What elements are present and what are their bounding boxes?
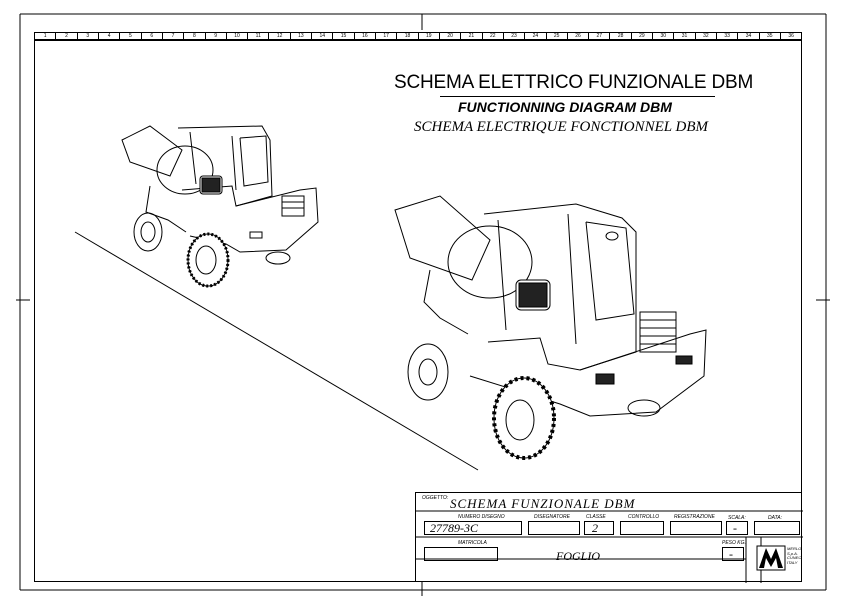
ruler-cell: 4 <box>99 33 121 39</box>
registrazione-box <box>670 521 722 535</box>
ruler-cell: 22 <box>483 33 504 39</box>
ruler-cell: 18 <box>397 33 419 39</box>
ruler-cell: 5 <box>120 33 142 39</box>
data-box <box>754 521 800 535</box>
ruler-cell: 8 <box>184 33 206 39</box>
peso-label: PESO KG. <box>722 540 746 546</box>
numero-disegno-label: NUMERO DISEGNO <box>458 514 505 520</box>
ruler-cell: 21 <box>461 33 483 39</box>
ruler-cell: 34 <box>738 33 760 39</box>
ruler-cell: 9 <box>206 33 227 39</box>
logo-caption: MERLO S.p.A. CUNEO ITALY <box>787 546 802 565</box>
ruler-cell: 26 <box>568 33 590 39</box>
ruler-cell: 25 <box>547 33 568 39</box>
numero-disegno-value: 27789-3C <box>430 521 478 535</box>
disegnatore-label: DISEGNATORE <box>534 514 570 520</box>
title-french: SCHEMA ELECTRIQUE FONCTIONNEL DBM <box>414 119 709 135</box>
scala-value: - <box>733 521 737 535</box>
controllo-box <box>620 521 664 535</box>
registrazione-label: REGISTRAZIONE <box>674 514 715 520</box>
ruler-cell: 2 <box>56 33 78 39</box>
ruler-cell: 11 <box>248 33 270 39</box>
merlo-logo <box>756 545 786 571</box>
disegnatore-box <box>528 521 580 535</box>
ruler-cell: 1 <box>35 33 57 39</box>
title-english: FUNCTIONNING DIAGRAM DBM <box>458 99 672 115</box>
ruler-cell: 20 <box>440 33 462 39</box>
ruler-cell: 7 <box>163 33 185 39</box>
classe-label: CLASSE <box>586 514 606 520</box>
ruler-cell: 29 <box>632 33 654 39</box>
ruler-cell: 35 <box>760 33 781 39</box>
peso-box <box>722 547 744 561</box>
ground-line <box>74 231 479 471</box>
ruler-cell: 15 <box>333 33 355 39</box>
ruler-cell: 17 <box>376 33 398 39</box>
ruler-cell: 12 <box>269 33 291 39</box>
oggetto-label: OGGETTO: <box>422 495 449 501</box>
ruler-cell: 24 <box>525 33 547 39</box>
controllo-label: CONTROLLO <box>628 514 660 520</box>
ruler-cell: 13 <box>291 33 313 39</box>
title-block: OGGETTO: SCHEMA FUNZIONALE DBM NUMERO DI… <box>415 492 803 583</box>
ruler-cell: 30 <box>653 33 675 39</box>
matricola-label: MATRICOLA <box>458 540 487 546</box>
data-label: DATA: <box>768 515 782 521</box>
ruler-cell: 36 <box>788 33 794 39</box>
foglio-label: FOGLIO <box>556 549 600 563</box>
ruler-cell: 16 <box>355 33 376 39</box>
title-italian: SCHEMA ELETTRICO FUNZIONALE DBM <box>394 72 754 93</box>
classe-box <box>584 521 614 535</box>
ruler-cell: 14 <box>312 33 334 39</box>
numero-disegno-box <box>424 521 522 535</box>
ruler-cell: 27 <box>589 33 611 39</box>
matricola-box <box>424 547 498 561</box>
scala-label: SCALA: <box>728 515 746 521</box>
ruler-cell: 32 <box>696 33 717 39</box>
ruler-cell: 19 <box>419 33 440 39</box>
ruler-cell: 3 <box>78 33 99 39</box>
ruler-cell: 33 <box>717 33 739 39</box>
classe-value: 2 <box>592 521 598 535</box>
small-mixer-illustration <box>121 125 319 288</box>
ruler-cell: 23 <box>504 33 526 39</box>
peso-value: - <box>729 547 733 561</box>
ruler-cell: 10 <box>227 33 249 39</box>
oggetto-value: SCHEMA FUNZIONALE DBM <box>450 496 636 511</box>
scala-box <box>726 521 748 535</box>
ruler-cell: 31 <box>674 33 696 39</box>
title-underline <box>440 96 715 97</box>
title-block-grid <box>416 510 803 583</box>
large-mixer-illustration <box>394 195 707 460</box>
ruler-cell: 6 <box>142 33 163 39</box>
ruler-cell: 28 <box>610 33 632 39</box>
